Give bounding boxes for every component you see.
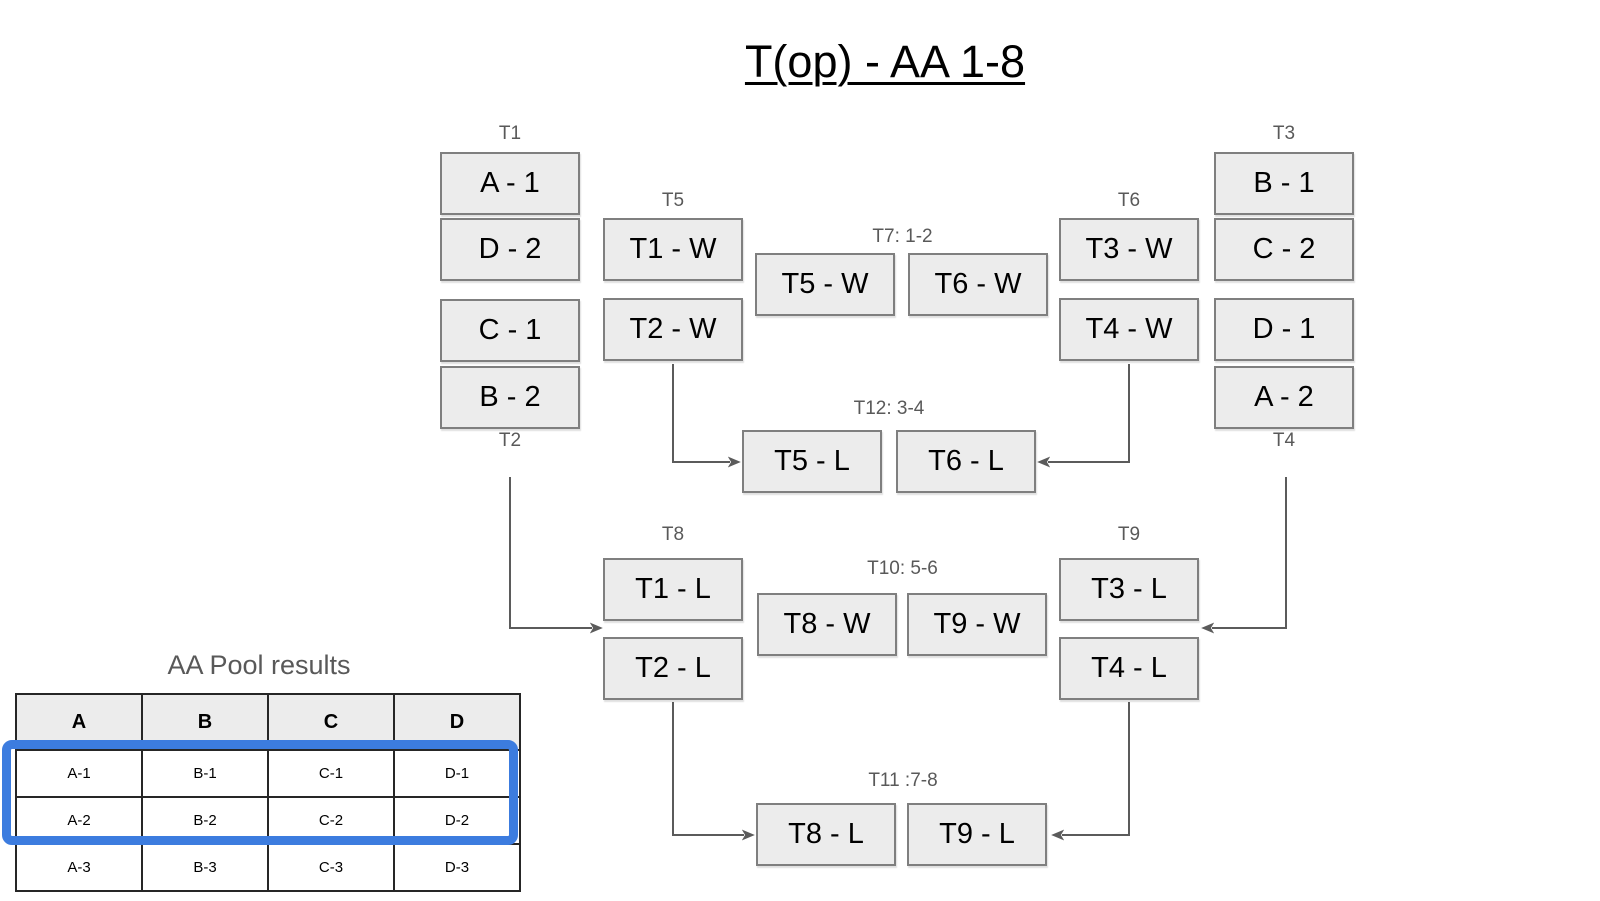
box-t4w: T4 - W xyxy=(1059,298,1199,361)
box-b1: B - 1 xyxy=(1214,152,1354,215)
box-c2: C - 2 xyxy=(1214,218,1354,281)
box-t2w: T2 - W xyxy=(603,298,743,361)
pool-cell: D-3 xyxy=(393,843,521,892)
pool-cell: A-3 xyxy=(15,843,143,892)
pool-results-title: AA Pool results xyxy=(167,650,351,680)
arrow-t4l-to-t9l xyxy=(1051,702,1130,841)
box-t9w: T9 - W xyxy=(907,593,1047,656)
box-c1: C - 1 xyxy=(440,299,580,362)
box-t8w: T8 - W xyxy=(757,593,897,656)
label-t6: T6 xyxy=(1117,190,1141,211)
box-t2l: T2 - L xyxy=(603,637,743,700)
box-t5w: T5 - W xyxy=(755,253,895,316)
pool-cell: B-1 xyxy=(141,749,269,798)
label-t11: T11 :7-8 xyxy=(868,770,938,791)
box-a2: A - 2 xyxy=(1214,366,1354,429)
box-a1: A - 1 xyxy=(440,152,580,215)
arrow-t2-to-t8 xyxy=(509,477,603,634)
pool-cell: B-3 xyxy=(141,843,269,892)
box-d2: D - 2 xyxy=(440,218,580,281)
box-t3l: T3 - L xyxy=(1059,558,1199,621)
box-d1: D - 1 xyxy=(1214,298,1354,361)
label-t3: T3 xyxy=(1272,123,1296,144)
box-t1l: T1 - L xyxy=(603,558,743,621)
label-t2: T2 xyxy=(498,430,522,451)
page-title-text: T(op) - AA 1-8 xyxy=(744,36,1026,87)
label-t5: T5 xyxy=(661,190,685,211)
box-t6l: T6 - L xyxy=(896,430,1036,493)
arrow-t2l-to-t8l xyxy=(672,702,755,841)
arrow-t4w-to-t6l xyxy=(1037,364,1130,468)
arrow-t2w-to-t5l xyxy=(672,364,741,468)
box-t6w: T6 - W xyxy=(908,253,1048,316)
qualified-rows-highlight xyxy=(2,740,518,845)
box-t4l: T4 - L xyxy=(1059,637,1199,700)
pool-cell: C-3 xyxy=(267,843,395,892)
box-t8l: T8 - L xyxy=(756,803,896,866)
pool-cell: D-1 xyxy=(393,749,521,798)
box-t5l: T5 - L xyxy=(742,430,882,493)
box-t9l: T9 - L xyxy=(907,803,1047,866)
label-t8: T8 xyxy=(661,524,685,545)
arrow-t4-to-t9 xyxy=(1201,477,1287,634)
label-t9: T9 xyxy=(1117,524,1141,545)
pool-cell: C-1 xyxy=(267,749,395,798)
page-title: T(op) - AA 1-8 xyxy=(585,36,1185,88)
box-b2: B - 2 xyxy=(440,366,580,429)
pool-row-1: A-1 B-1 C-1 D-1 xyxy=(15,749,521,798)
pool-row-3: A-3 B-3 C-3 D-3 xyxy=(15,843,521,892)
label-t12: T12: 3-4 xyxy=(853,398,925,419)
label-t10: T10: 5-6 xyxy=(867,558,938,579)
pool-cell: A-1 xyxy=(15,749,143,798)
box-t3w: T3 - W xyxy=(1059,218,1199,281)
label-t4: T4 xyxy=(1272,430,1296,451)
label-t7: T7: 1-2 xyxy=(872,226,933,247)
box-t1w: T1 - W xyxy=(603,218,743,281)
label-t1: T1 xyxy=(498,123,522,144)
